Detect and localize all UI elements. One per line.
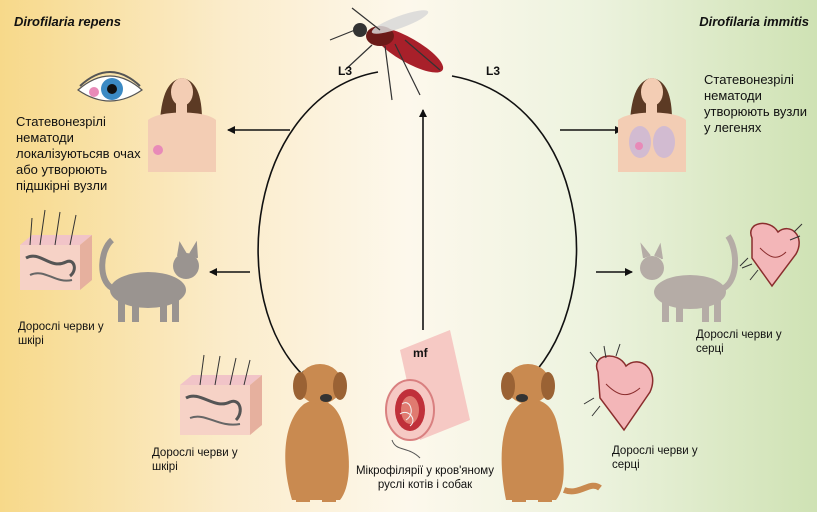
- heart-icon-top: [740, 223, 802, 286]
- dog-right-figure: [501, 364, 600, 502]
- caption-line: Дорослі черви у: [696, 328, 782, 342]
- caption-line: підшкірні вузли: [16, 178, 141, 194]
- left-cycle-arc: [258, 72, 378, 378]
- blood-vessel-icon: [386, 330, 470, 458]
- caption-line: нематоди: [16, 130, 141, 146]
- caption-human-left: Статевонезрілі нематоди локалізуютьсяв о…: [16, 114, 141, 194]
- stage-label-l3-left: L3: [338, 64, 352, 79]
- caption-line: серці: [612, 458, 698, 472]
- heart-icon-bottom: [584, 344, 653, 430]
- skin-section-top-left: [20, 210, 92, 290]
- mosquito-icon: [330, 6, 449, 100]
- caption-line: утворюють вузли: [704, 104, 807, 120]
- cat-right-figure: [640, 236, 735, 322]
- stage-label-l3-right: L3: [486, 64, 500, 79]
- caption-line: Дорослі черви у: [18, 320, 104, 334]
- species-title-right: Dirofilaria immitis: [699, 14, 809, 29]
- dog-left-figure: [285, 364, 349, 502]
- caption-cat-right: Дорослі черви у серці: [696, 328, 782, 356]
- caption-line: серці: [696, 342, 782, 356]
- caption-line: нематоди: [704, 88, 807, 104]
- caption-line: шкірі: [18, 334, 104, 348]
- caption-line: Статевонезрілі: [16, 114, 141, 130]
- caption-human-right: Статевонезрілі нематоди утворюють вузли …: [704, 72, 807, 136]
- woman-right-figure: [618, 78, 686, 172]
- caption-line: Дорослі черви у: [612, 444, 698, 458]
- species-title-left: Dirofilaria repens: [14, 14, 121, 29]
- woman-left-figure: [148, 78, 216, 172]
- cat-left-figure: [102, 240, 199, 322]
- caption-dog-right: Дорослі черви у серці: [612, 444, 698, 472]
- caption-line: локалізуютьсяв очах: [16, 146, 141, 162]
- caption-line: у легенях: [704, 120, 807, 136]
- caption-line: Дорослі черви у: [152, 446, 238, 460]
- caption-line: руслі котів і собак: [350, 478, 500, 492]
- right-cycle-arc: [452, 76, 576, 378]
- eye-icon: [78, 72, 142, 101]
- skin-section-bottom-left: [180, 355, 262, 435]
- caption-line: або утворюють: [16, 162, 141, 178]
- caption-cat-left: Дорослі черви у шкірі: [18, 320, 104, 348]
- caption-microfilariae: Мікрофілярії у кров'яному руслі котів і …: [350, 464, 500, 492]
- caption-line: шкірі: [152, 460, 238, 474]
- caption-line: Статевонезрілі: [704, 72, 807, 88]
- caption-line: Мікрофілярії у кров'яному: [350, 464, 500, 478]
- stage-label-mf: mf: [413, 346, 428, 361]
- caption-dog-left: Дорослі черви у шкірі: [152, 446, 238, 474]
